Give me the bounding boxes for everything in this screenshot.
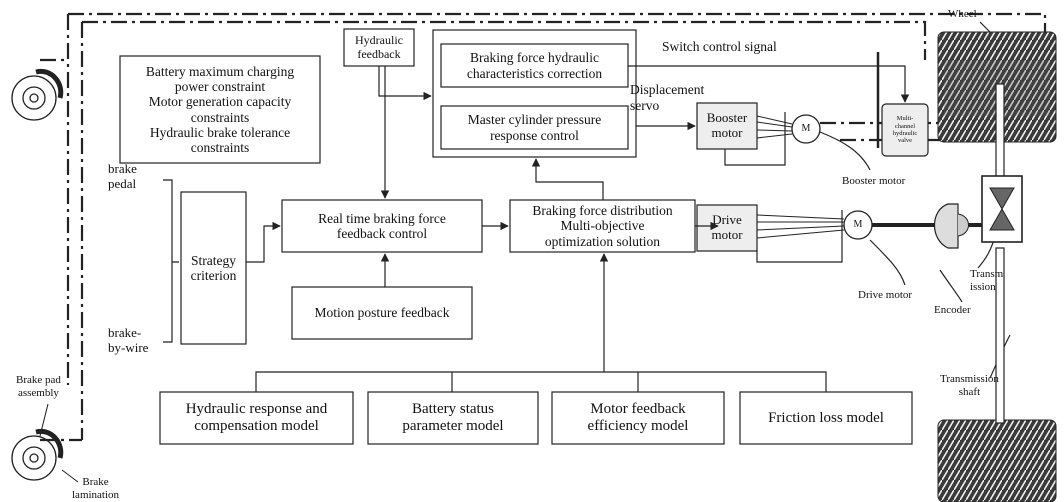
motor-model-box — [551, 391, 725, 445]
brake-disc-top — [11, 68, 64, 121]
booster-motor-symbol: M — [801, 123, 811, 135]
braking-force-correction-text: Braking force hydraulic characteristics … — [466, 50, 603, 81]
brake-by-wire-label: brake- by-wire — [108, 325, 149, 355]
motion-posture-text: Motion posture feedback — [314, 305, 450, 321]
drive-motor-label: Drive motor — [858, 289, 913, 301]
drive-label-leader — [869, 239, 906, 286]
drive-motor-symbol: M — [853, 219, 863, 231]
master-cylinder-box — [440, 105, 629, 150]
switch-signal-arrow — [628, 65, 910, 103]
encoder-label-leader — [939, 269, 963, 303]
master-cylinder-text: Master cylinder pressure response contro… — [467, 112, 602, 143]
battery-model-box — [367, 391, 539, 445]
strategy-criterion-box — [180, 191, 247, 345]
brake-disc-bottom — [11, 403, 79, 483]
hydraulic-model-box — [159, 391, 354, 445]
friction-model-text: Friction loss model — [768, 409, 884, 426]
booster-motor-symbol-circle — [791, 114, 821, 144]
input-bracket — [163, 179, 179, 343]
brake-pedal-label: brake pedal — [108, 161, 137, 191]
distribution-box — [509, 199, 696, 253]
hydraulic-model-text: Hydraulic response and compensation mode… — [185, 401, 328, 434]
strategy-to-feedback-arrow — [246, 221, 281, 263]
brake-pad-label: Brake pad assembly — [16, 374, 61, 399]
motor-model-text: Motor feedback efficiency model — [587, 401, 689, 434]
drive-motor-box — [696, 204, 758, 252]
hydraulic-feedback-arrow — [378, 66, 432, 101]
wheel-label: Wheel — [948, 8, 977, 20]
wheel-rear — [937, 419, 1057, 502]
realtime-feedback-box — [281, 199, 483, 253]
displacement-servo-label: Displacement servo — [630, 82, 705, 113]
booster-motor-label: Booster motor — [842, 175, 906, 187]
strategy-criterion-text: Strategy criterion — [190, 252, 237, 283]
constraints-text: Battery maximum charging power constrain… — [145, 64, 295, 155]
inner-boundary — [80, 20, 927, 440]
drive-motor-text: Drive motor — [711, 212, 743, 242]
transmission-label: Transm ission — [970, 268, 1004, 293]
switch-control-label: Switch control signal — [662, 39, 777, 54]
distribution-to-control-arrow — [531, 158, 604, 200]
braking-force-correction-box — [440, 43, 629, 88]
hydraulic-feedback-box — [343, 28, 415, 67]
friction-model-box — [739, 391, 913, 445]
motion-posture-box — [291, 286, 473, 340]
booster-label-leader — [819, 131, 871, 171]
booster-motor-box — [696, 102, 758, 150]
drive-motor-housing — [756, 210, 843, 263]
constraints-box — [119, 55, 321, 164]
models-bus — [255, 371, 827, 392]
transmission-shaft-label: Transmission shaft — [940, 373, 999, 398]
brake-lamination-label: Brake lamination — [72, 476, 120, 501]
booster-motor-housing — [724, 112, 786, 166]
encoder-label: Encoder — [934, 304, 971, 316]
realtime-feedback-text: Real time braking force feedback control — [318, 210, 446, 241]
axle-lower — [995, 247, 1005, 424]
distribution-text: Braking force distribution Multi-objecti… — [532, 203, 673, 249]
valve-box — [881, 103, 929, 157]
valve-text: Multi- channel hydraulic valve — [892, 115, 918, 145]
battery-model-text: Battery status parameter model — [402, 401, 504, 434]
booster-motor-text: Booster motor — [706, 110, 748, 140]
encoder-shape — [934, 203, 959, 249]
hydraulic-feedback-text: Hydraulic feedback — [355, 33, 403, 61]
